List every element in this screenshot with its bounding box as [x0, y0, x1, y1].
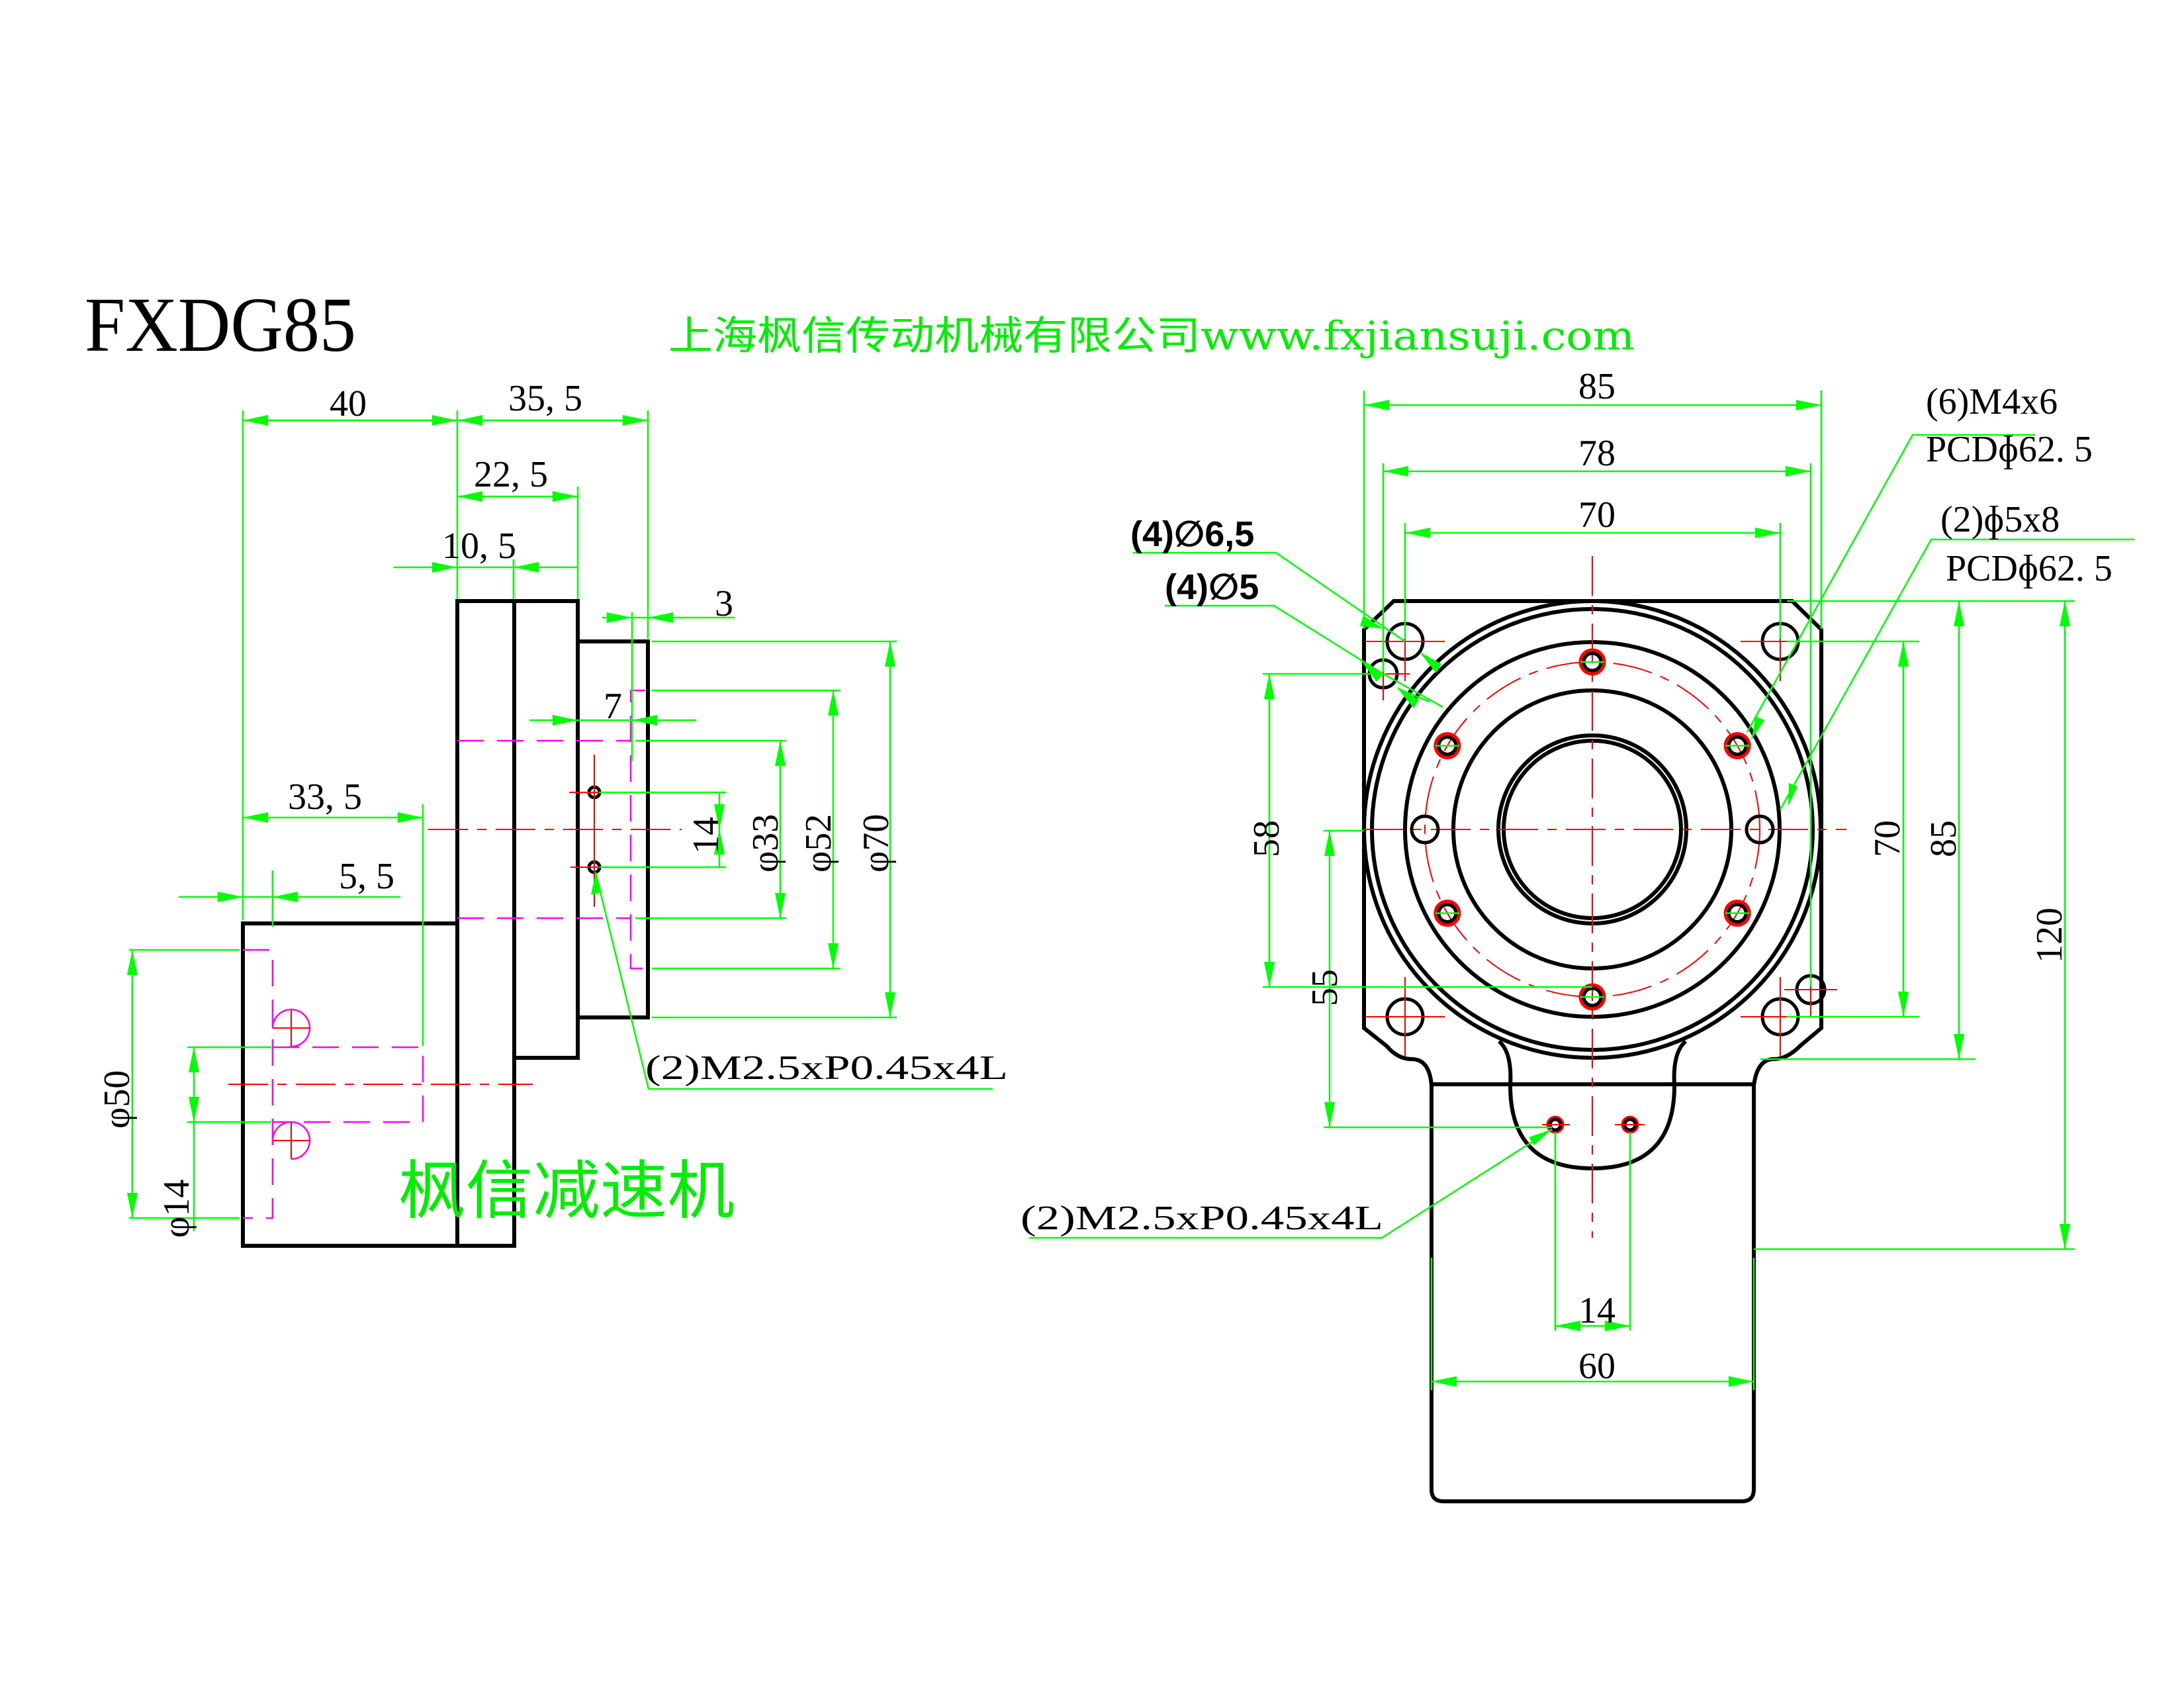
- hidden-input-shaft: [273, 1046, 424, 1123]
- dim-phi33: φ33: [745, 814, 786, 872]
- side-view: 40 35, 5 22, 5 10, 5 3 7 33, 5 5, 5 14 φ…: [97, 378, 1008, 1248]
- dim-22-5: 22, 5: [474, 454, 548, 495]
- dim-height-70: 70: [1867, 820, 1908, 857]
- callout-m4-line2: PCDɸ62. 5: [1926, 429, 2093, 470]
- dim-phi52: φ52: [798, 814, 839, 872]
- dim-width-78: 78: [1578, 433, 1615, 474]
- callout-tail-tap: (2)M2.5xP0.45x4L: [1021, 1199, 1383, 1237]
- dim-tail-14: 14: [1578, 1290, 1615, 1331]
- dim-height-120: 120: [2029, 908, 2070, 963]
- mounting-flange: [455, 599, 516, 1248]
- dim-phi70: φ70: [856, 814, 897, 872]
- dim-10-5: 10, 5: [442, 526, 516, 567]
- dim-width-70: 70: [1578, 494, 1615, 536]
- dim-width-85: 85: [1578, 366, 1615, 407]
- dim-phi50: φ50: [97, 1070, 138, 1129]
- dim-7: 7: [604, 686, 622, 727]
- dim-height-85: 85: [1923, 820, 1964, 857]
- front-dimensions: [1029, 391, 2134, 1390]
- dim-3: 3: [715, 583, 733, 624]
- hidden-pilot-phi52: [629, 689, 645, 970]
- dim-phi14: φ14: [156, 1180, 197, 1238]
- callout-mount-holes-large: (4)∅6,5: [1130, 514, 1254, 554]
- watermark: 枫信减速机: [398, 1154, 735, 1228]
- callout-pin-line1: (2)ɸ5x8: [1940, 499, 2060, 540]
- side-tap-callout: (2)M2.5xP0.45x4L: [645, 1049, 1008, 1087]
- hidden-clamp-screw-bottom: [271, 1121, 311, 1160]
- dim-tap-spacing: 14: [686, 817, 727, 854]
- pcd-circle: [1424, 661, 1760, 998]
- dim-40: 40: [330, 383, 367, 424]
- dim-tail-60: 60: [1578, 1346, 1615, 1387]
- dim-offset-58: 58: [1246, 820, 1287, 857]
- callout-m4-line1: (6)M4x6: [1926, 381, 2058, 422]
- dim-offset-55: 55: [1304, 969, 1345, 1006]
- hidden-input-bore: [243, 949, 274, 1219]
- side-dimensions: [127, 410, 993, 1231]
- hidden-clamp-screw-top: [271, 1008, 311, 1048]
- front-view: 85 78 70 70 85 120 58 55 14 60 (4)∅6,5 (…: [1021, 366, 2134, 1503]
- pin-hole-5: [1745, 814, 1775, 845]
- callout-mount-holes-small: (4)∅5: [1165, 567, 1259, 607]
- company-banner: 上海枫信传动机械有限公司www.fxjiansuji.com: [668, 313, 1635, 359]
- dim-5-5: 5, 5: [339, 856, 394, 897]
- dim-35-5: 35, 5: [508, 378, 582, 419]
- drawing-title: FXDG85: [85, 281, 356, 368]
- dim-33-5: 33, 5: [288, 776, 362, 818]
- pcd-holes: [1410, 648, 1775, 1011]
- callout-pin-line2: PCDɸ62. 5: [1946, 548, 2113, 589]
- pin-hole-5: [1410, 814, 1440, 845]
